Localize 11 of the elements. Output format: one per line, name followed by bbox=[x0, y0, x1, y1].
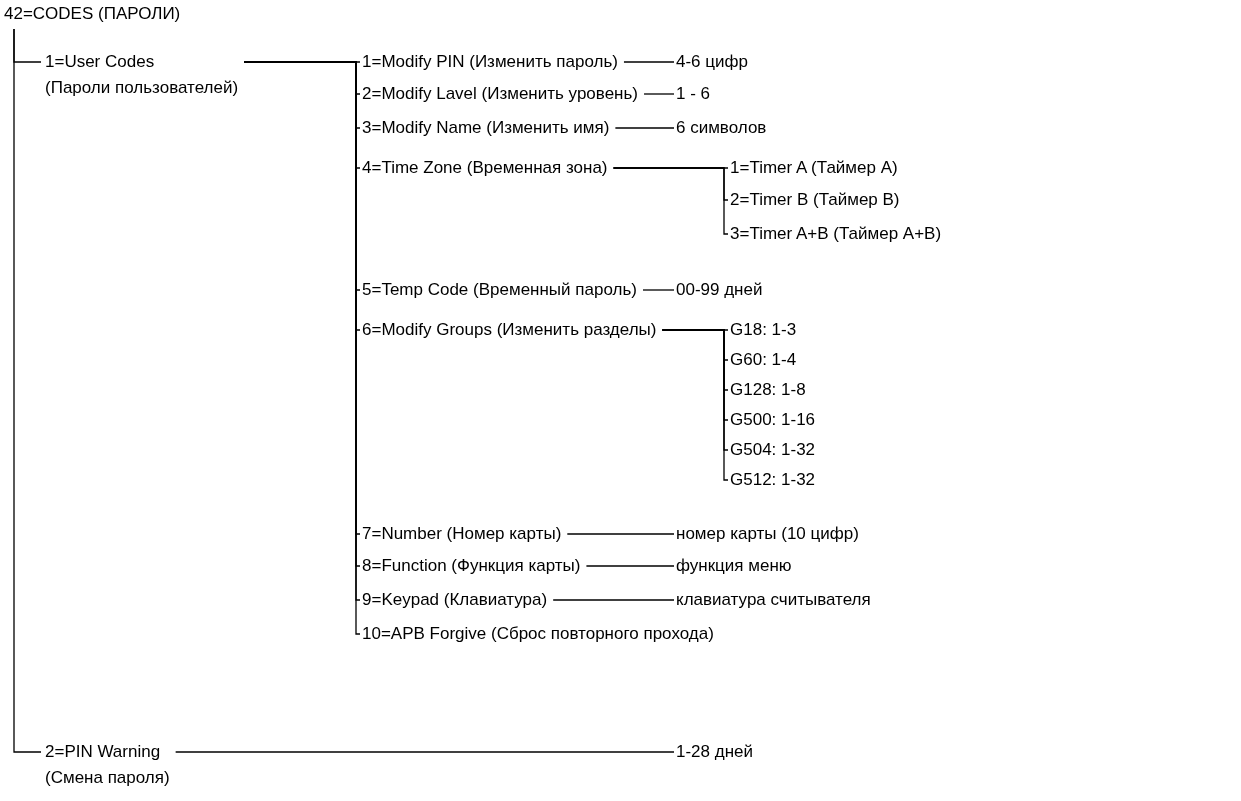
connector-line bbox=[552, 599, 675, 601]
connector-line bbox=[566, 533, 675, 535]
connector-line bbox=[175, 751, 675, 753]
connector-line bbox=[623, 61, 675, 63]
connector-line bbox=[643, 93, 675, 95]
connector-line bbox=[585, 565, 675, 567]
connector-line bbox=[614, 127, 675, 129]
connector-line bbox=[642, 289, 675, 291]
connector-line bbox=[612, 167, 729, 235]
connector-line bbox=[13, 28, 42, 753]
connector-line bbox=[661, 329, 729, 481]
